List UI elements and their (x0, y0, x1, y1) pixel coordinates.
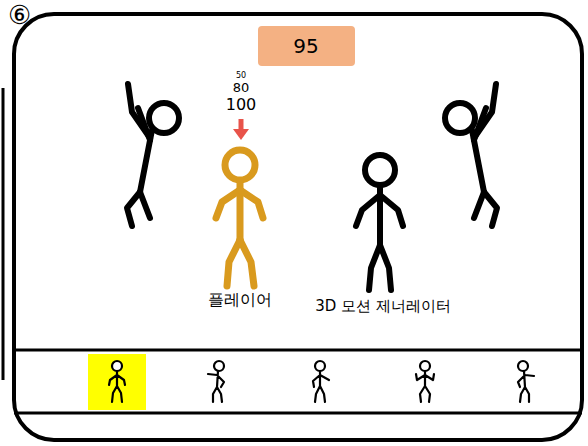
figure-leg (140, 192, 150, 218)
figure-leg (380, 245, 391, 290)
figure-caption: 3D 모션 제너레이터 (315, 298, 451, 315)
figure-arm (474, 108, 486, 140)
band-line (14, 349, 582, 352)
screen-frame (14, 14, 582, 440)
figure-arm (380, 195, 403, 226)
band-line (14, 412, 582, 415)
pose-thumbnail (109, 361, 125, 402)
selected-highlight (88, 354, 146, 410)
pose-thumbnail (208, 361, 224, 402)
score-value: 95 (293, 34, 318, 58)
pose-thumbnail (416, 361, 434, 402)
figure-arm (356, 195, 380, 226)
side-bar (2, 88, 5, 380)
score-tier: 100 (226, 96, 257, 114)
figure-leg (369, 245, 380, 290)
dancer-figure (127, 84, 179, 226)
score-box: 95 (258, 26, 355, 66)
step-number: ⑥ (8, 1, 31, 30)
figure-leg (474, 192, 484, 218)
player-figure (216, 150, 263, 286)
pose-thumbnail (518, 361, 534, 402)
score-tier: 80 (233, 81, 250, 95)
figure-leg (484, 192, 497, 226)
figure-arm (240, 190, 263, 218)
figure-head (225, 150, 255, 180)
figure-leg (240, 240, 254, 286)
score-tier: 50 (236, 72, 246, 81)
figure-arm (216, 190, 240, 218)
generator-figure (356, 155, 403, 290)
pose-thumbnail (313, 361, 329, 402)
pointer-arrow (239, 119, 244, 130)
figure-leg (227, 240, 240, 286)
pointer-arrow-head (233, 129, 249, 140)
figure-head (365, 155, 395, 185)
figure-leg (127, 192, 140, 226)
figure-arm (138, 108, 150, 140)
figure-caption: 플레이어 (208, 291, 272, 309)
dancer-figure (445, 84, 497, 226)
